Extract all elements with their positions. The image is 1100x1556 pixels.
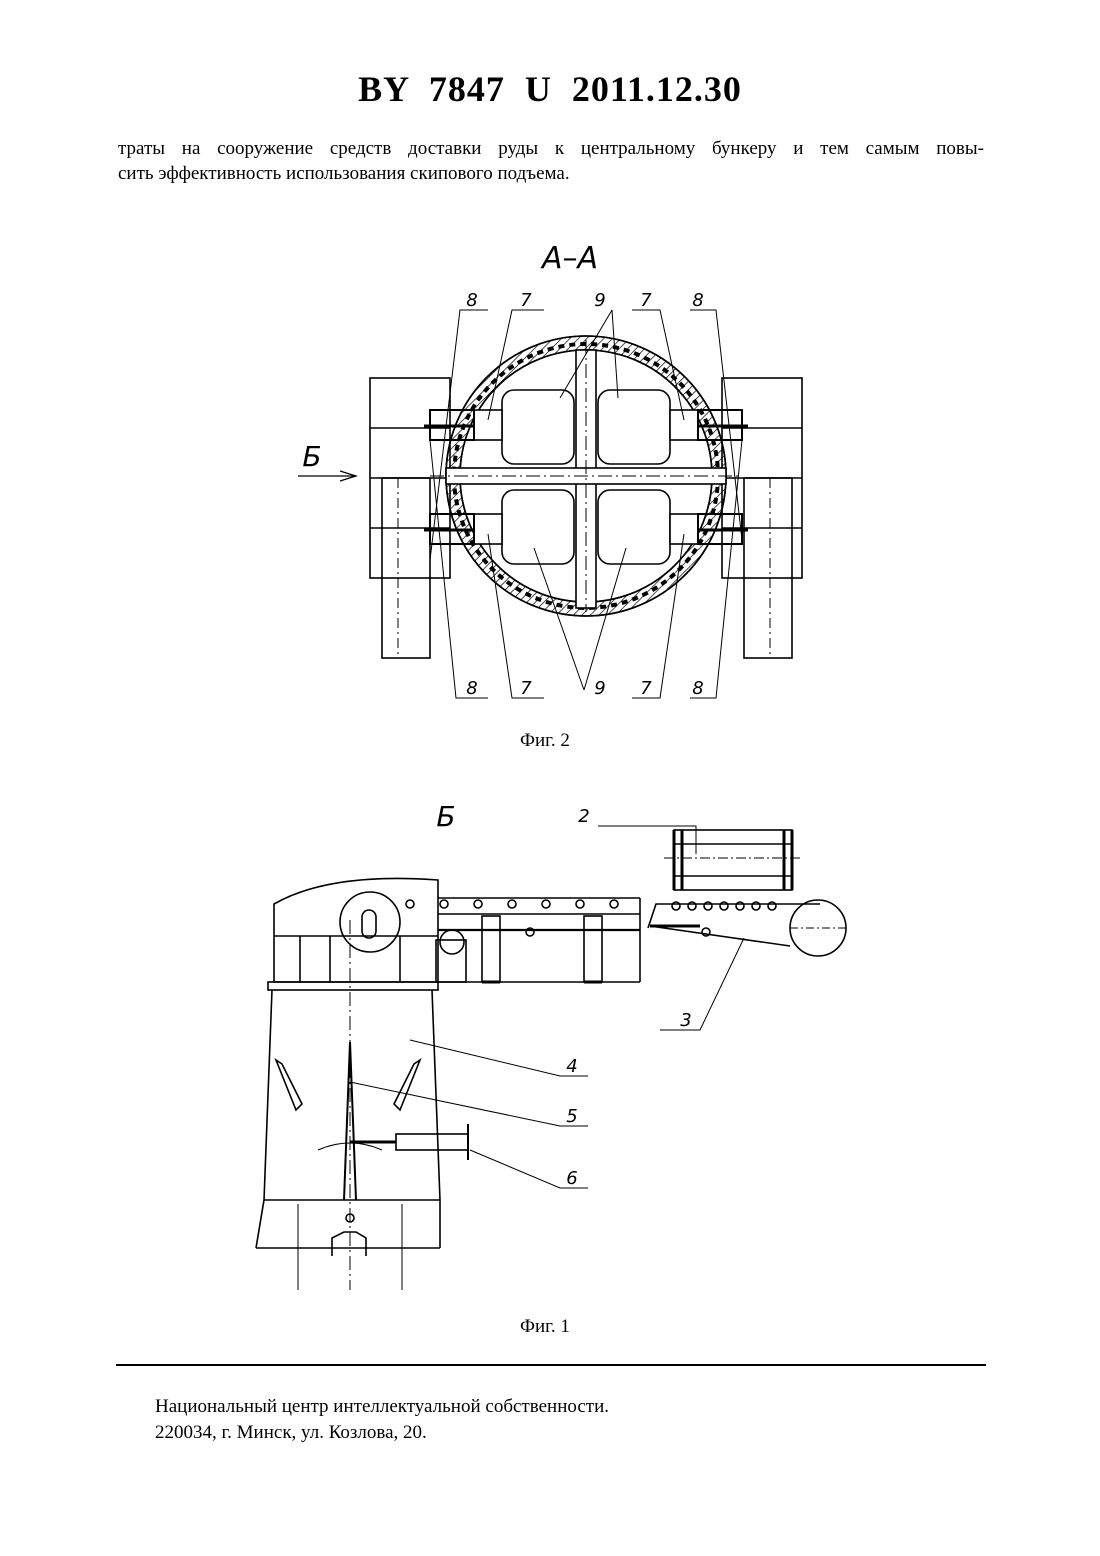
footer-line: 220034, г. Минск, ул. Козлова, 20. xyxy=(155,1420,609,1446)
figure-2-caption: Фиг. 2 xyxy=(520,730,570,752)
footer-divider xyxy=(116,1364,986,1366)
callout-label: 7 xyxy=(640,290,652,311)
view-label: Б xyxy=(436,800,455,833)
footer-line: Национальный центр интеллектуальной собс… xyxy=(155,1394,609,1420)
callout-label: 2 xyxy=(578,806,589,827)
callout-label: 7 xyxy=(520,678,532,699)
callout-label: 6 xyxy=(566,1168,577,1189)
callout-label: 3 xyxy=(680,1010,691,1031)
callout-label: 8 xyxy=(466,290,477,311)
callout-label: 8 xyxy=(692,678,703,699)
figure-2-drawing: A–A xyxy=(298,241,802,698)
callout-label: 8 xyxy=(466,678,477,699)
callout-label: 5 xyxy=(566,1106,577,1127)
callout-label: 7 xyxy=(520,290,532,311)
callout-label: 4 xyxy=(566,1056,577,1077)
callout-label: 8 xyxy=(692,290,703,311)
callout-label: 9 xyxy=(594,290,605,311)
figure-1-drawing xyxy=(256,826,846,1290)
section-label: A–A xyxy=(540,241,598,276)
callout-label: 9 xyxy=(594,678,605,699)
footer: Национальный центр интеллектуальной собс… xyxy=(155,1394,609,1446)
figure-1-caption: Фиг. 1 xyxy=(520,1316,570,1338)
view-arrow-label: Б xyxy=(302,440,321,473)
callout-label: 7 xyxy=(640,678,652,699)
